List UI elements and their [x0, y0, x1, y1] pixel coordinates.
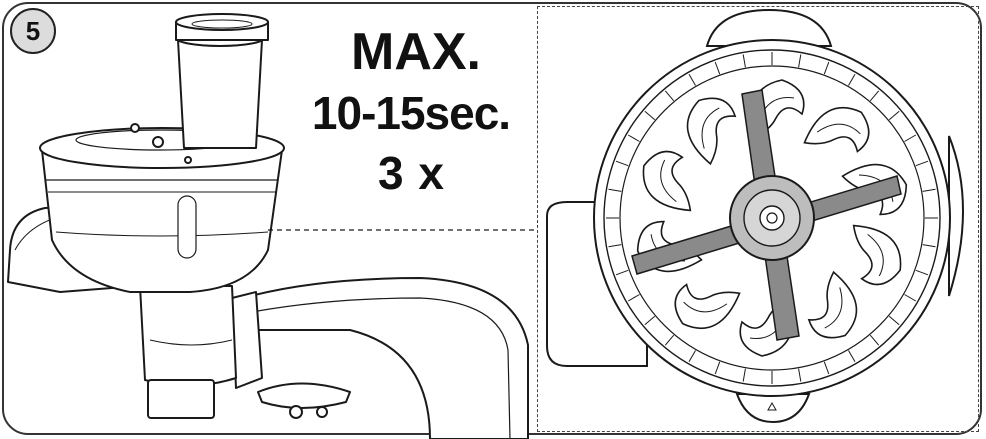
- rim-tooth: [615, 269, 629, 276]
- top-handle: [705, 8, 833, 47]
- rim-tooth: [688, 350, 696, 363]
- grating-blade: [686, 97, 737, 166]
- duration-label: 10-15sec.: [311, 87, 511, 139]
- rim-tooth: [888, 110, 900, 121]
- drive-dome: [257, 382, 351, 409]
- rim-tooth: [823, 361, 830, 375]
- feed-tube: [177, 39, 263, 149]
- rim-tooth: [915, 160, 929, 167]
- grating-blade: [642, 150, 692, 212]
- rim-tooth: [608, 188, 622, 192]
- rim-tooth: [714, 61, 721, 75]
- grating-blade: [807, 270, 858, 339]
- rim-tooth: [742, 54, 746, 68]
- rim-tooth: [904, 134, 917, 142]
- disc-detail-illustration: [546, 8, 964, 424]
- rim-tooth: [888, 315, 900, 326]
- bowl-stem: [139, 285, 237, 387]
- rim-tooth: [915, 269, 929, 276]
- max-label: MAX.: [351, 23, 481, 81]
- rim-tooth: [823, 61, 830, 75]
- grating-blade: [852, 224, 902, 286]
- food-processor-illustration: [7, 13, 538, 439]
- detail-view-box: [537, 6, 979, 432]
- triangle-alignment-marker: [767, 401, 777, 411]
- rim-tooth: [714, 361, 721, 375]
- rim-tooth: [848, 73, 856, 86]
- rim-tooth: [742, 368, 746, 382]
- rim-tooth: [664, 334, 675, 346]
- processor-bowl: [41, 149, 283, 293]
- rim-tooth: [922, 244, 936, 248]
- rim-tooth: [644, 110, 656, 121]
- rim-tooth: [848, 350, 856, 363]
- rim-tooth: [922, 188, 936, 192]
- rim-tooth: [664, 90, 675, 102]
- rim-tooth: [798, 368, 802, 382]
- mixer-arm: [235, 277, 529, 439]
- rim-tooth: [627, 294, 640, 302]
- rim-tooth: [798, 54, 802, 68]
- right-handle: [948, 135, 964, 297]
- rim-tooth: [627, 134, 640, 142]
- rim-tooth: [869, 90, 880, 102]
- repetitions-label: 3 x: [378, 147, 444, 199]
- rim-tooth: [688, 73, 696, 86]
- grating-blade: [803, 107, 870, 153]
- rim-tooth: [608, 244, 622, 248]
- stem-foot: [147, 379, 215, 419]
- rim-tooth: [869, 334, 880, 346]
- rim-tooth: [644, 315, 656, 326]
- operation-instructions: MAX. 10-15sec. 3 x: [286, 26, 536, 196]
- step-number: 5: [25, 16, 41, 46]
- rim-tooth: [615, 160, 629, 167]
- step-number-badge: 5: [10, 8, 56, 54]
- grating-blade: [674, 283, 741, 329]
- rim-tooth: [904, 294, 917, 302]
